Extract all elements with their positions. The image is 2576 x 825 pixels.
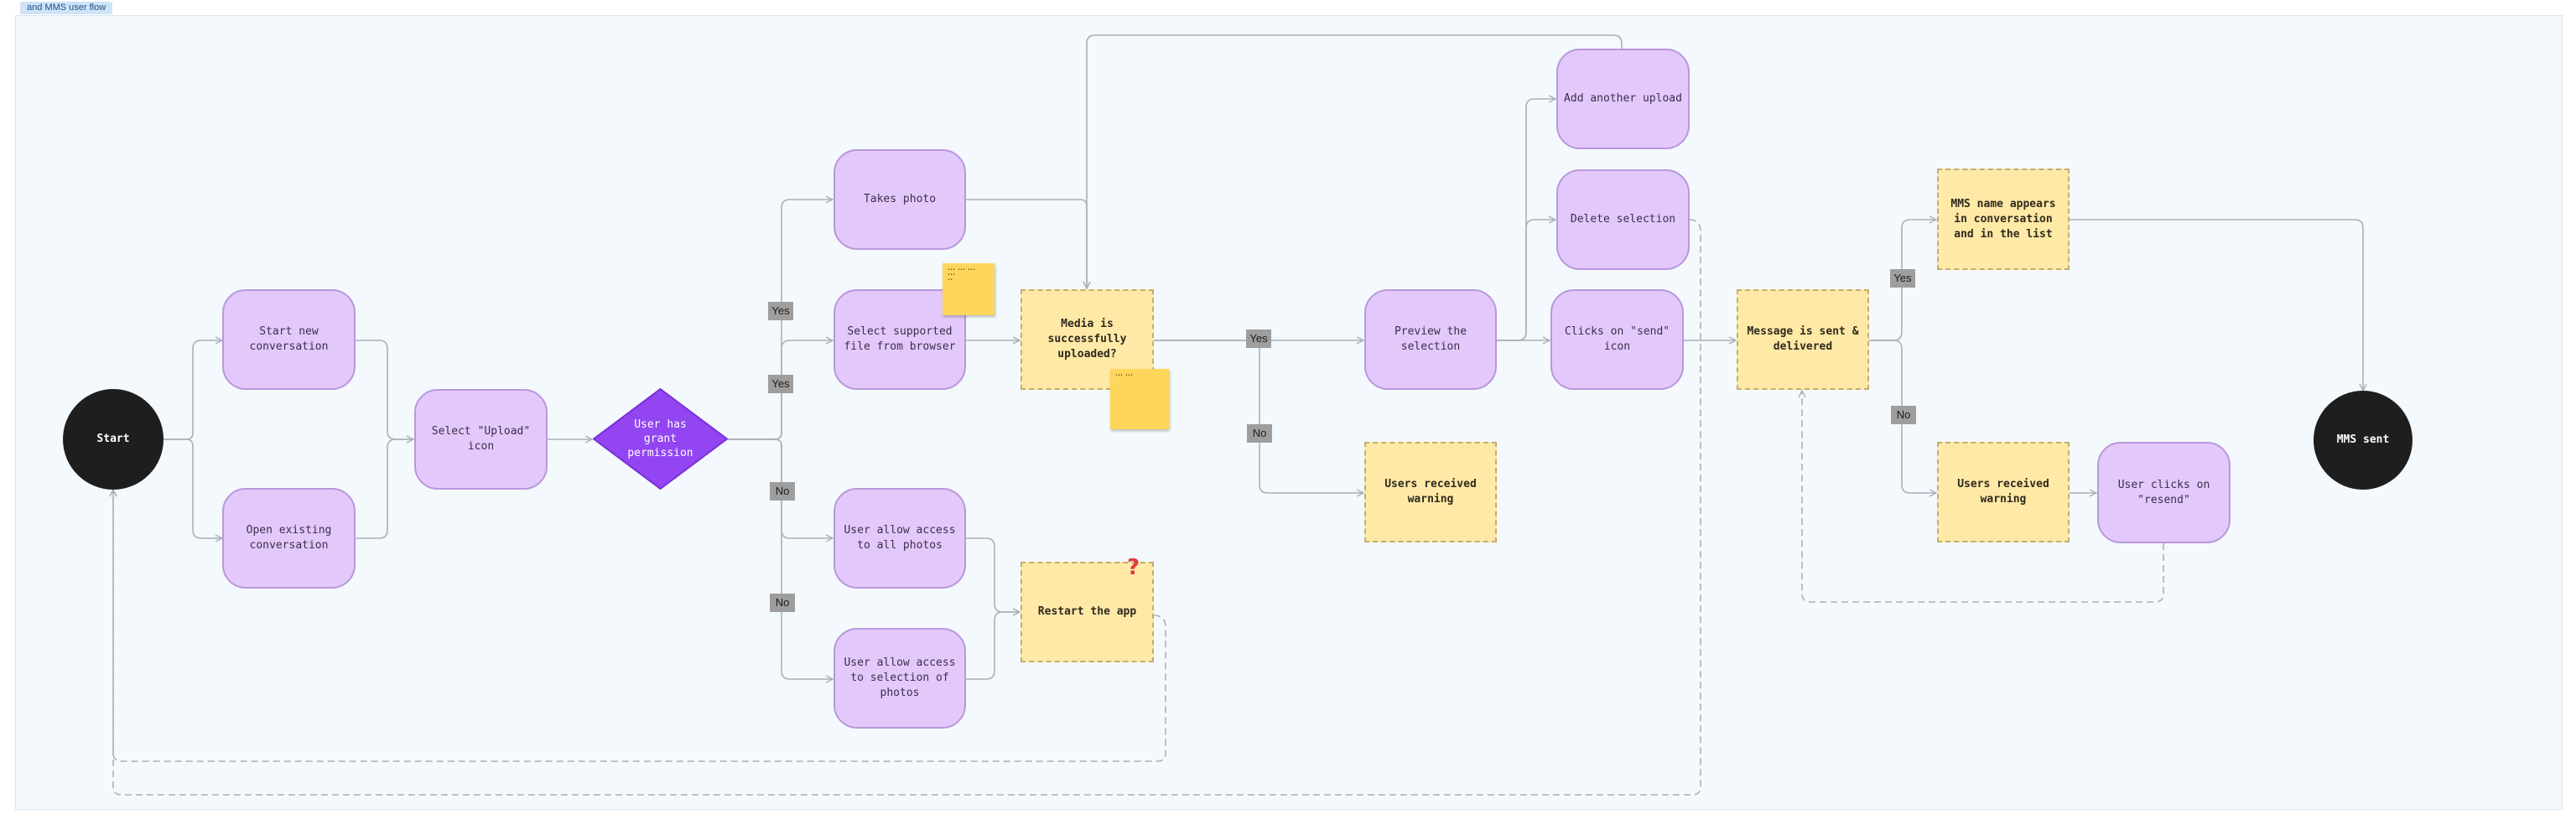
start-node[interactable]: Start [63,389,164,490]
warning-send-note[interactable]: Users received warning [1937,442,2070,542]
edge-selection-restart [966,612,1020,680]
edge-resend-message [1802,391,2164,603]
edge-restart-start [113,490,1166,762]
edge-label-yes: Yes [1246,329,1271,348]
edge-open-upload [356,439,413,539]
permission-decision-label: User has grant permission [627,418,693,459]
start-new-conversation-node[interactable]: Start new conversation [222,289,356,390]
edge-media-warning [1154,340,1363,493]
select-upload-icon-node[interactable]: Select "Upload" icon [414,389,548,490]
edge-label-no: No [770,482,795,501]
warning-upload-note[interactable]: Users received warning [1364,442,1497,542]
edge-add-loop [1087,34,1623,288]
clicks-send-node[interactable]: Clicks on "send" icon [1550,289,1684,390]
edge-label-no: No [770,594,795,612]
allow-all-photos-node[interactable]: User allow access to all photos [834,488,966,589]
restart-app-note[interactable]: Restart the app [1021,562,1154,662]
permission-decision[interactable]: User has grant permission [592,387,729,490]
edge-label-no: No [1891,406,1916,424]
edge-start-open [164,438,222,538]
edge-label-yes: Yes [1890,269,1915,288]
sticky-note[interactable]: ••• ••• ••• ••• •• [943,263,995,315]
edge-new-upload [356,340,413,439]
delete-selection-node[interactable]: Delete selection [1556,169,1690,270]
takes-photo-node[interactable]: Takes photo [834,149,966,250]
sticky-note[interactable]: ••• ••• [1110,369,1169,429]
decision-shape [592,387,729,490]
frame-title-tab[interactable]: and MMS user flow [20,2,113,14]
edge-delete-start [113,219,1701,796]
open-existing-conversation-node[interactable]: Open existing conversation [222,488,356,589]
message-sent-note[interactable]: Message is sent & delivered [1737,289,1869,390]
mms-sent-node[interactable]: MMS sent [2314,391,2412,490]
question-mark-icon: ? [1127,555,1140,580]
add-another-upload-node[interactable]: Add another upload [1556,49,1690,149]
edge-label-yes: Yes [768,375,793,393]
edge-perm-selection [728,438,833,679]
edge-mms-sent [2070,219,2363,391]
user-clicks-resend-node[interactable]: User clicks on "resend" [2097,442,2231,543]
preview-selection-node[interactable]: Preview the selection [1364,289,1497,390]
edge-label-no: No [1247,424,1272,443]
edge-all-restart [966,537,1020,612]
edge-preview-delete [1497,220,1555,341]
allow-selection-photos-node[interactable]: User allow access to selection of photos [834,628,966,729]
edge-start-new [164,340,222,440]
edge-label-yes: Yes [768,302,793,320]
mms-name-appears-note[interactable]: MMS name appears in conversation and in … [1937,169,2070,270]
